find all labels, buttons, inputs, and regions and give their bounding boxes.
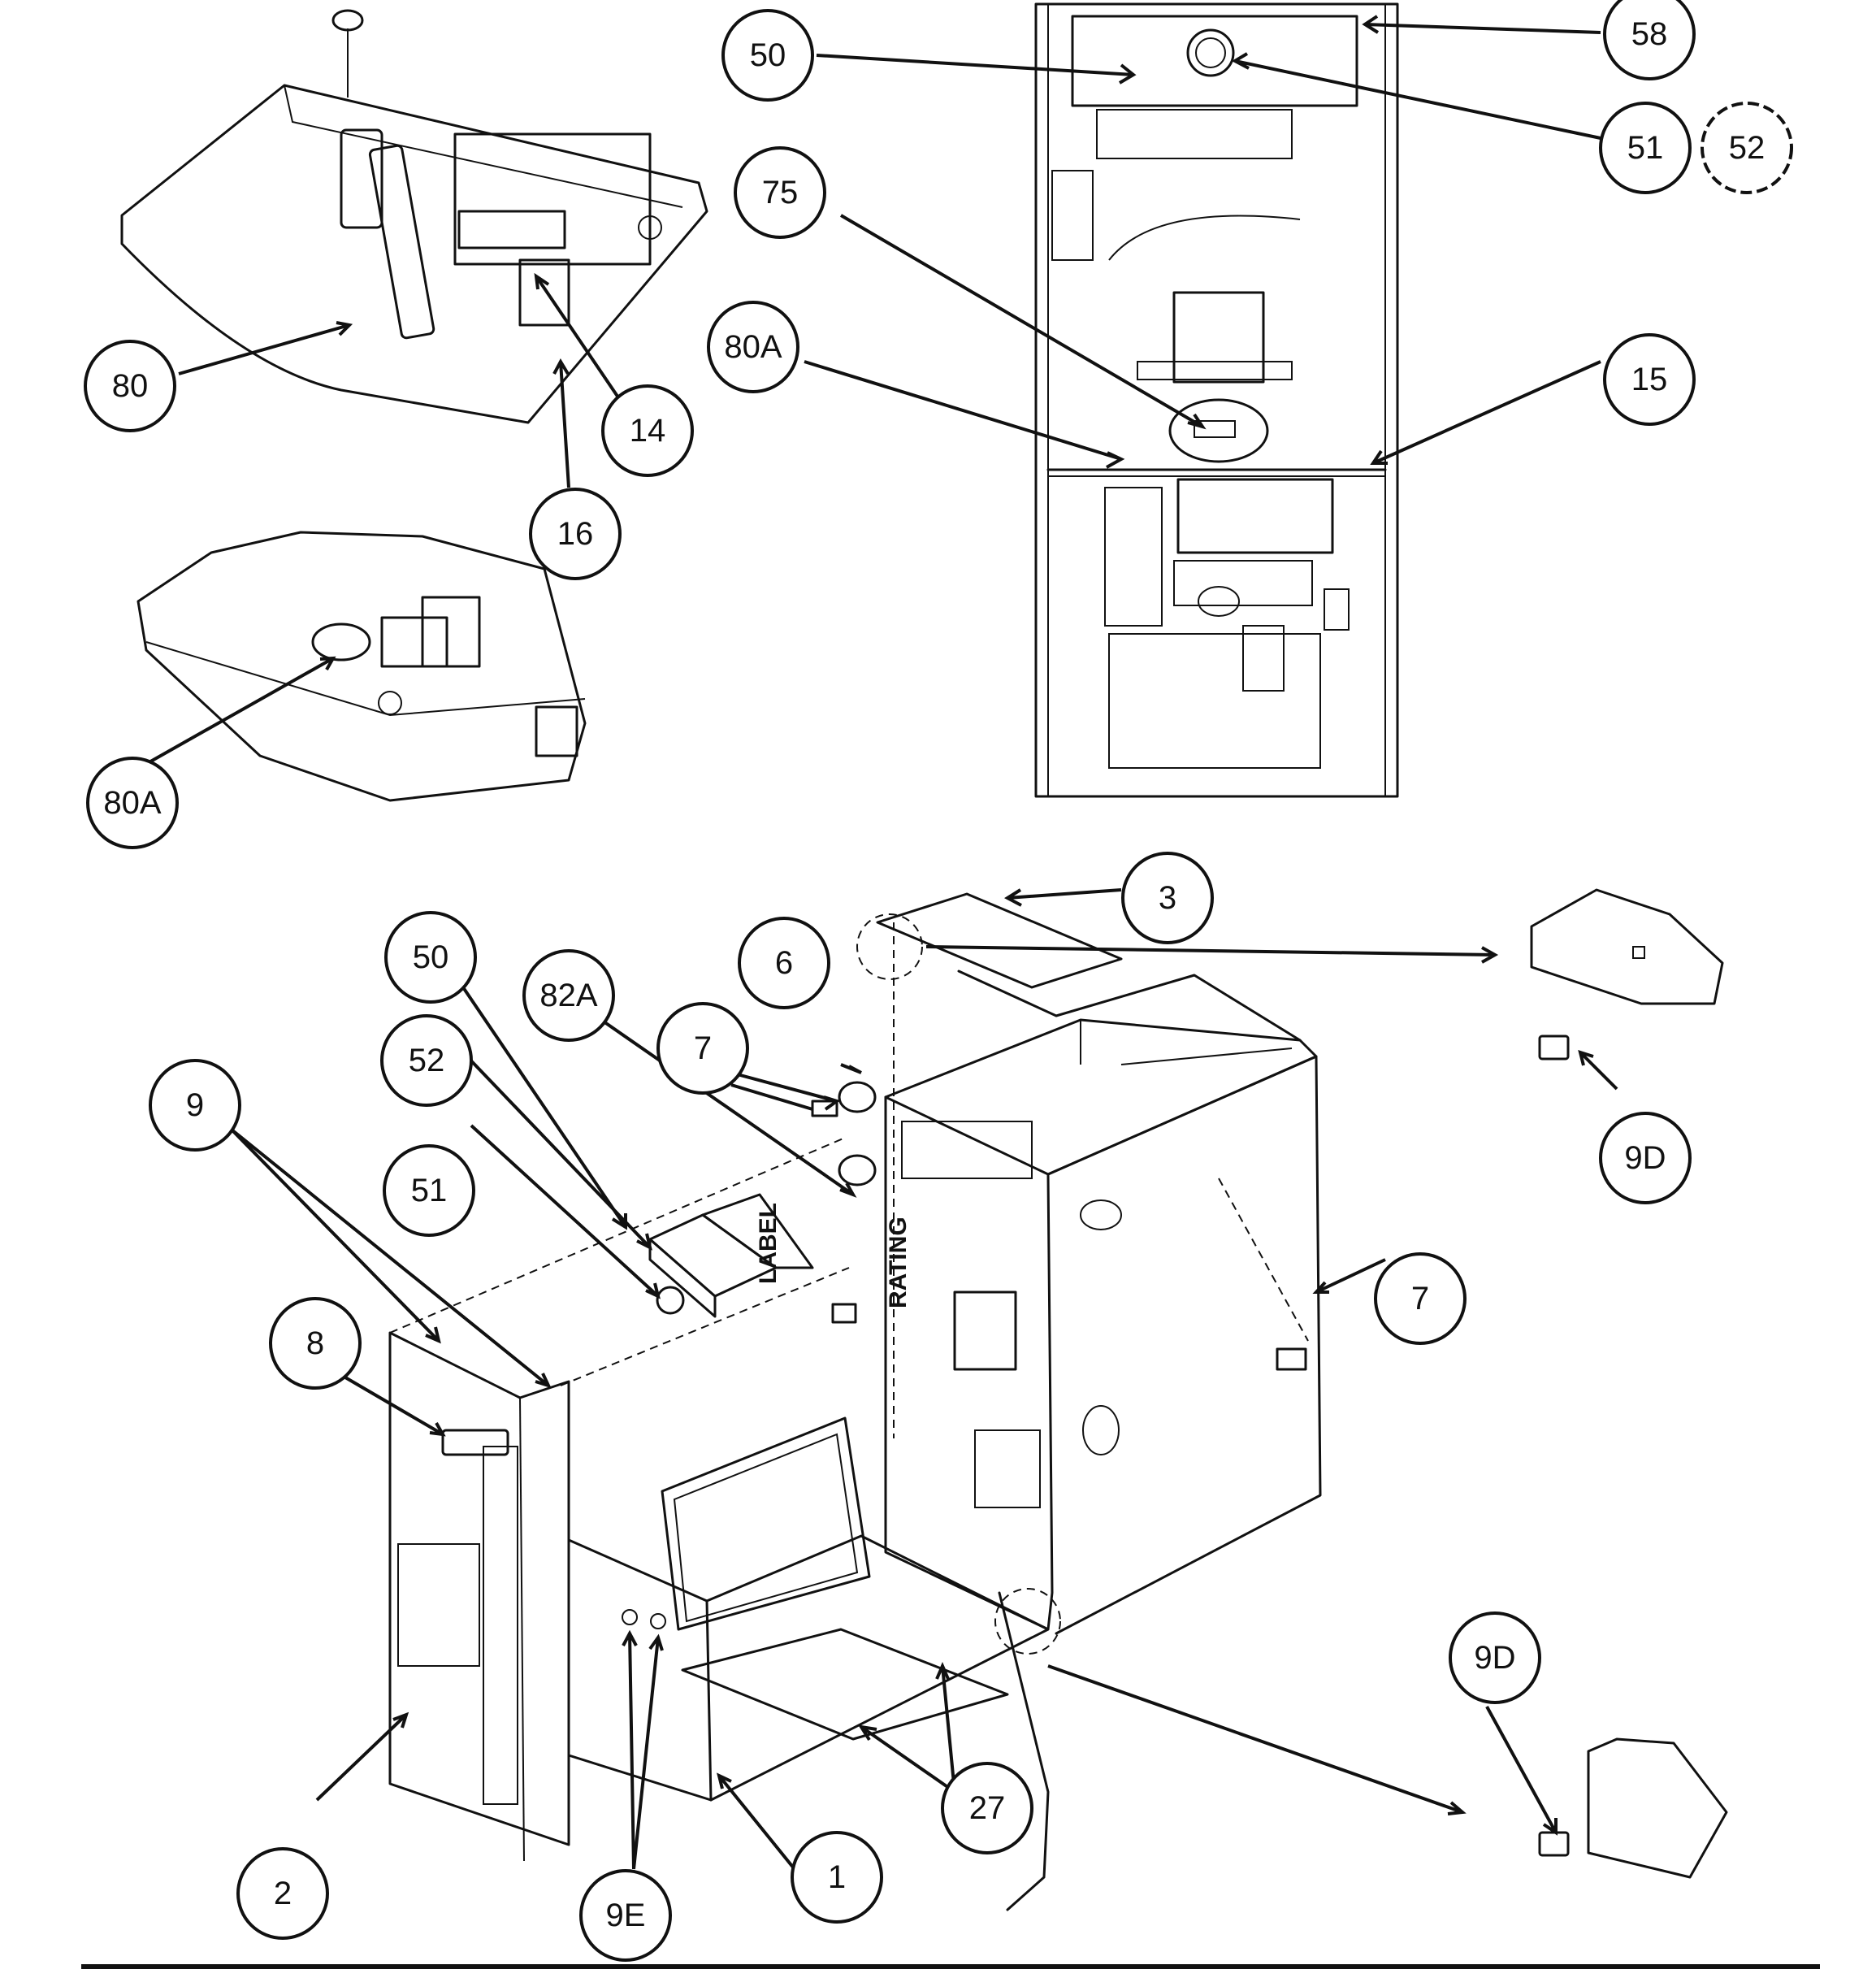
filter-clip-detail-drawing xyxy=(1530,888,1728,1879)
callout-7-top: 7 xyxy=(656,1002,749,1095)
svg-text:9D: 9D xyxy=(1624,1140,1666,1176)
callout-1: 1 xyxy=(791,1831,883,1924)
callout-9D-top: 9D xyxy=(1599,1112,1692,1204)
callout-58: 58 xyxy=(1603,0,1696,80)
svg-text:80: 80 xyxy=(112,368,149,404)
callout-7-right: 7 xyxy=(1374,1252,1467,1345)
label-text: LABEL xyxy=(755,1203,782,1284)
svg-text:50: 50 xyxy=(413,939,449,975)
pressure-switch-detail-drawing xyxy=(136,531,587,802)
svg-text:1: 1 xyxy=(828,1859,846,1895)
svg-text:6: 6 xyxy=(775,945,793,981)
callout-2: 2 xyxy=(236,1847,329,1940)
svg-text:82A: 82A xyxy=(539,978,597,1013)
control-box-detail-drawing xyxy=(120,9,708,424)
svg-text:58: 58 xyxy=(1631,16,1668,52)
svg-text:51: 51 xyxy=(1627,130,1664,166)
callout-9D-bottom: 9D xyxy=(1449,1611,1541,1704)
callout-16: 16 xyxy=(529,488,622,580)
callout-9E: 9E xyxy=(579,1869,672,1962)
callout-75: 75 xyxy=(734,146,826,239)
callout-15: 15 xyxy=(1603,333,1696,426)
svg-text:9E: 9E xyxy=(606,1898,646,1933)
svg-text:27: 27 xyxy=(969,1790,1006,1826)
svg-text:7: 7 xyxy=(1411,1281,1429,1316)
svg-text:51: 51 xyxy=(411,1173,448,1208)
callout-6: 6 xyxy=(738,917,830,1009)
callout-82A: 82A xyxy=(522,949,615,1042)
svg-text:15: 15 xyxy=(1631,362,1668,397)
svg-text:9: 9 xyxy=(186,1087,204,1123)
cabinet-exploded-drawing: LABEL RATING xyxy=(388,892,1322,1911)
svg-text:75: 75 xyxy=(762,175,799,210)
callout-9: 9 xyxy=(149,1059,241,1152)
callout-8: 8 xyxy=(269,1297,362,1390)
svg-text:3: 3 xyxy=(1159,880,1176,916)
svg-text:8: 8 xyxy=(306,1325,324,1361)
svg-text:80A: 80A xyxy=(103,785,161,821)
callout-80: 80 xyxy=(84,340,176,432)
callout-14: 14 xyxy=(601,384,694,477)
callout-50-mid: 50 xyxy=(384,911,477,1004)
callout-50-top: 50 xyxy=(721,9,814,102)
svg-text:80A: 80A xyxy=(724,329,782,365)
leader-arrows xyxy=(145,15,1618,1883)
callout-51-top: 51 xyxy=(1599,102,1692,194)
svg-text:9D: 9D xyxy=(1474,1640,1515,1676)
svg-text:52: 52 xyxy=(409,1043,445,1078)
furnace-front-view-drawing xyxy=(1034,2,1399,798)
svg-text:16: 16 xyxy=(557,516,594,552)
svg-text:52: 52 xyxy=(1729,130,1766,166)
svg-text:7: 7 xyxy=(694,1030,712,1066)
callout-51-mid: 51 xyxy=(383,1144,475,1237)
callout-27: 27 xyxy=(941,1762,1033,1854)
callout-80A-left: 80A xyxy=(86,757,179,849)
callout-3: 3 xyxy=(1121,852,1214,944)
svg-text:14: 14 xyxy=(630,413,666,449)
callout-80A-top: 80A xyxy=(707,301,799,393)
callout-52-mid: 52 xyxy=(380,1014,473,1107)
svg-text:2: 2 xyxy=(274,1876,292,1911)
rating-text: RATING xyxy=(885,1217,912,1308)
callout-52-top: 52 xyxy=(1701,102,1793,194)
svg-text:50: 50 xyxy=(750,37,786,73)
